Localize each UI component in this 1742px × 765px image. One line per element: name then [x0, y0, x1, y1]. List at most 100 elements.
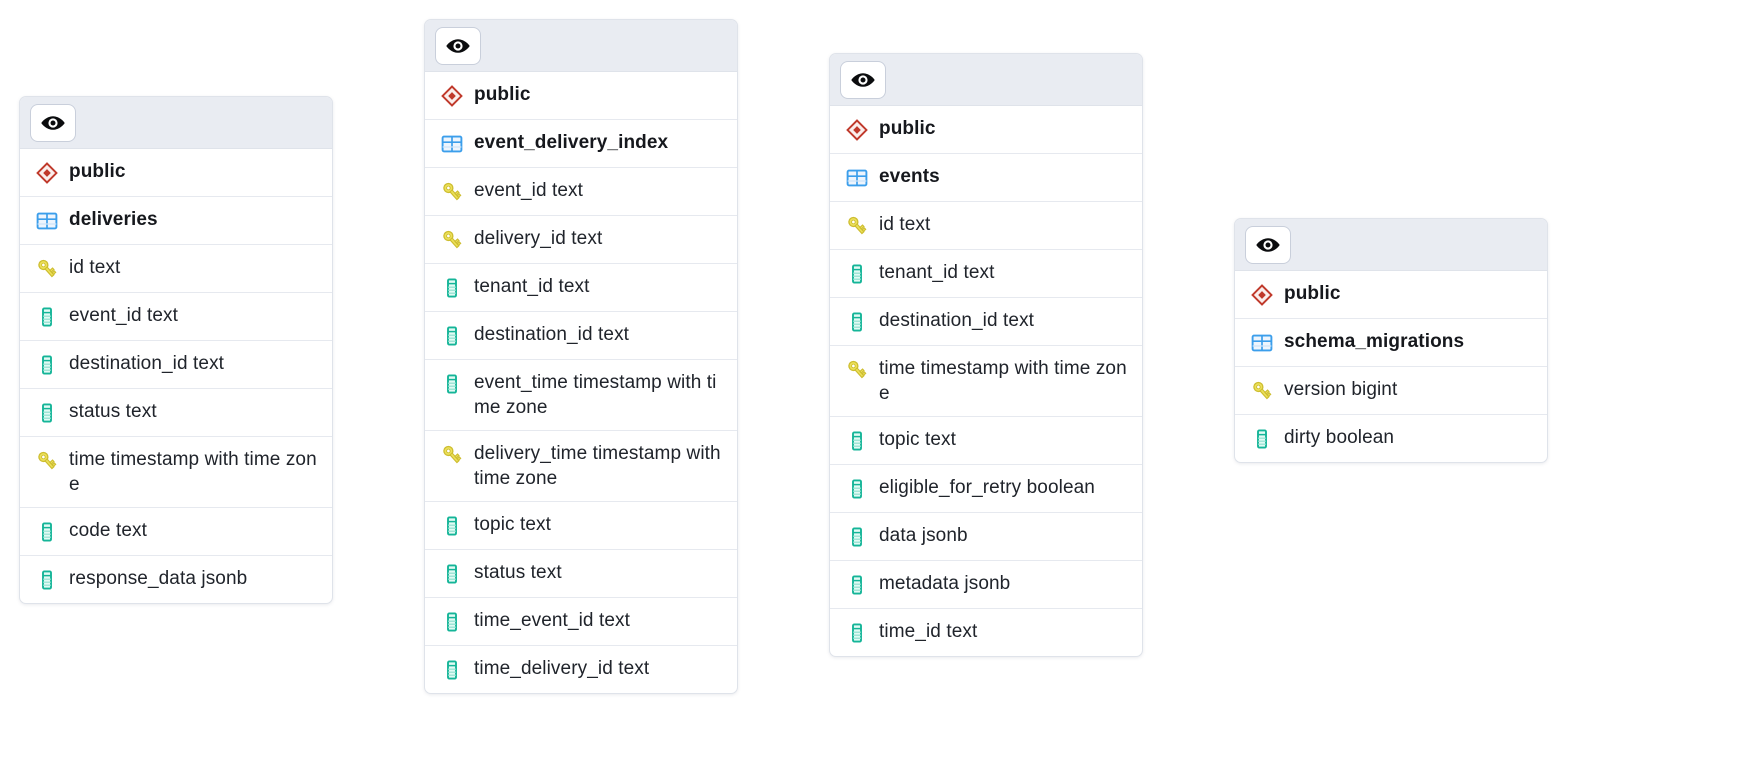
column-label: destination_id text [474, 324, 630, 345]
key-icon [844, 357, 870, 383]
schema-row[interactable]: public [830, 106, 1142, 154]
column-row[interactable]: topic text [425, 502, 737, 550]
column-row[interactable]: destination_id text [425, 312, 737, 360]
column-icon [1249, 426, 1275, 452]
column-icon [439, 371, 465, 397]
column-row[interactable]: data jsonb [830, 513, 1142, 561]
column-label: data jsonb [879, 525, 968, 546]
column-label: destination_id text [879, 310, 1035, 331]
schema-name: public [69, 161, 126, 182]
column-icon [844, 261, 870, 287]
table-card-schema_migrations[interactable]: public schema_migrations version bigint [1234, 218, 1548, 463]
column-icon [34, 519, 60, 545]
column-row[interactable]: destination_id text [830, 298, 1142, 346]
column-label: status text [474, 562, 562, 583]
schema-name: public [1284, 283, 1341, 304]
table-grid-icon [34, 208, 60, 234]
column-row[interactable]: tenant_id text [425, 264, 737, 312]
column-row[interactable]: code text [20, 508, 332, 556]
visibility-toggle-button[interactable] [435, 26, 481, 65]
schema-row[interactable]: public [1235, 271, 1547, 319]
column-row[interactable]: delivery_time timestamp with time zone [425, 431, 737, 502]
column-row[interactable]: delivery_id text [425, 216, 737, 264]
eye-icon [1255, 232, 1281, 258]
column-row[interactable]: event_time timestamp with time zone [425, 360, 737, 431]
schema-row[interactable]: public [20, 149, 332, 197]
key-icon [1249, 378, 1275, 404]
column-row[interactable]: topic text [830, 417, 1142, 465]
card-header [830, 54, 1142, 106]
column-row[interactable]: version bigint [1235, 367, 1547, 415]
column-label: response_data jsonb [69, 568, 248, 589]
schema-name: public [879, 118, 936, 139]
schema-diamond-icon [34, 160, 60, 186]
column-row[interactable]: status text [20, 389, 332, 437]
column-row[interactable]: id text [830, 202, 1142, 250]
column-icon [34, 304, 60, 330]
table-grid-icon [439, 131, 465, 157]
column-icon [439, 323, 465, 349]
schema-row[interactable]: public [425, 72, 737, 120]
column-icon [844, 428, 870, 454]
column-label: id text [69, 257, 121, 278]
column-row[interactable]: time timestamp with time zone [830, 346, 1142, 417]
column-row[interactable]: destination_id text [20, 341, 332, 389]
column-label: metadata jsonb [879, 573, 1011, 594]
column-label: topic text [879, 429, 957, 450]
column-label: time timestamp with time zone [879, 358, 1127, 404]
column-icon [34, 400, 60, 426]
column-row[interactable]: response_data jsonb [20, 556, 332, 603]
column-label: eligible_for_retry boolean [879, 477, 1095, 498]
schema-diamond-icon [844, 117, 870, 143]
table-name-row[interactable]: event_delivery_index [425, 120, 737, 168]
eye-icon [850, 67, 876, 93]
column-label: event_id text [474, 180, 584, 201]
column-row[interactable]: event_id text [425, 168, 737, 216]
column-icon [844, 620, 870, 646]
table-card-deliveries[interactable]: public deliveries id text [19, 96, 333, 604]
column-row[interactable]: time_delivery_id text [425, 646, 737, 693]
table-name-row[interactable]: events [830, 154, 1142, 202]
column-row[interactable]: eligible_for_retry boolean [830, 465, 1142, 513]
visibility-toggle-button[interactable] [1245, 225, 1291, 264]
key-icon [439, 227, 465, 253]
column-label: code text [69, 520, 148, 541]
column-icon [844, 524, 870, 550]
key-icon [34, 448, 60, 474]
table-name-row[interactable]: schema_migrations [1235, 319, 1547, 367]
visibility-toggle-button[interactable] [30, 103, 76, 142]
column-row[interactable]: time_event_id text [425, 598, 737, 646]
column-icon [844, 309, 870, 335]
column-label: delivery_time timestamp with time zone [474, 443, 721, 489]
column-row[interactable]: event_id text [20, 293, 332, 341]
column-label: tenant_id text [474, 276, 590, 297]
column-row[interactable]: metadata jsonb [830, 561, 1142, 609]
column-icon [34, 567, 60, 593]
column-label: topic text [474, 514, 552, 535]
table-card-events[interactable]: public events id text [829, 53, 1143, 657]
column-label: version bigint [1284, 379, 1398, 400]
column-label: event_time timestamp with time zone [474, 372, 717, 418]
column-row[interactable]: time timestamp with time zone [20, 437, 332, 508]
column-row[interactable]: id text [20, 245, 332, 293]
column-icon [844, 476, 870, 502]
column-label: time_event_id text [474, 610, 630, 631]
column-label: tenant_id text [879, 262, 995, 283]
visibility-toggle-button[interactable] [840, 60, 886, 99]
key-icon [439, 179, 465, 205]
table-card-event_delivery_index[interactable]: public event_delivery_index event_id tex… [424, 19, 738, 694]
column-label: status text [69, 401, 157, 422]
key-icon [439, 442, 465, 468]
key-icon [844, 213, 870, 239]
eye-icon [40, 110, 66, 136]
column-icon [34, 352, 60, 378]
column-row[interactable]: time_id text [830, 609, 1142, 656]
column-row[interactable]: dirty boolean [1235, 415, 1547, 462]
column-icon [439, 657, 465, 683]
column-row[interactable]: tenant_id text [830, 250, 1142, 298]
schema-diamond-icon [439, 83, 465, 109]
table-name-row[interactable]: deliveries [20, 197, 332, 245]
column-row[interactable]: status text [425, 550, 737, 598]
table-grid-icon [844, 165, 870, 191]
